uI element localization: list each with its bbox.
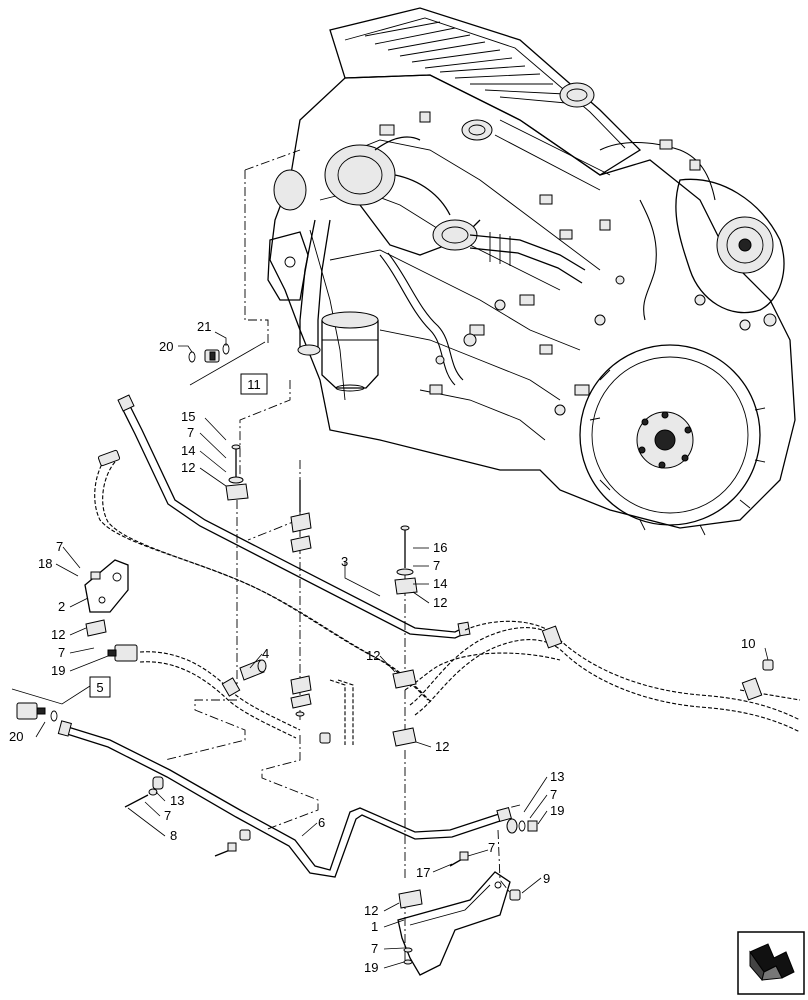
callout-7-bottom-left: 7 [164,808,171,823]
callout-21: 21 [197,319,211,334]
callout-13-right: 13 [550,769,564,784]
callout-3: 3 [341,554,348,569]
callout-20-bottom: 20 [9,729,23,744]
callout-12-left: 12 [51,627,65,642]
callout-6: 6 [318,815,325,830]
callout-4: 4 [262,646,269,661]
sensor-connector-19 [107,644,138,662]
callout-numbers: 21 20 15 7 14 12 3 16 7 14 12 7 18 2 12 … [9,319,755,975]
bolt-8-stack [124,776,164,808]
callout-7-right: 7 [433,558,440,573]
engine-fittings [379,111,777,416]
callout-12-right: 12 [433,595,447,610]
callout-15: 15 [181,409,195,424]
callout-7-bracket: 7 [488,840,495,855]
callout-12-mid-lower: 12 [435,739,449,754]
clamp-12-left [85,619,107,637]
callout-19-bottom: 19 [364,960,378,975]
flywheel-bolts [638,411,692,469]
sensor-5 [16,702,58,722]
callout-14-left: 14 [181,443,195,458]
callout-2: 2 [58,599,65,614]
engine-assembly [267,7,796,536]
callout-9: 9 [543,871,550,886]
clip-small [214,732,331,857]
leader-lines [11,331,769,969]
bracket-2 [84,559,129,613]
callout-18: 18 [38,556,52,571]
callout-16: 16 [433,540,447,555]
bolt-9 [509,889,521,901]
callout-7-left-lower: 7 [58,645,65,660]
callout-7-top: 7 [187,425,194,440]
callout-8: 8 [170,828,177,843]
callout-17: 17 [416,865,430,880]
bolt-13-stack-right [506,818,538,834]
arrow-navigation-icon [737,931,805,995]
callout-14-right: 14 [433,576,447,591]
tube-3 [117,394,471,639]
callout-5: 5 [96,680,103,695]
bolt-15-stack [225,444,249,501]
callout-12-top: 12 [181,460,195,475]
sensor-top [97,449,121,467]
tube-6 [57,720,512,878]
callout-7-bottom: 7 [371,941,378,956]
assembly-guide-lines [164,149,521,960]
center-clamp-stack [290,480,312,717]
callout-19-right: 19 [550,803,564,818]
hoses [94,454,801,745]
callout-7-bottom-right: 7 [550,787,557,802]
bolt-16-stack [394,525,418,595]
valve-cover-ribs [364,21,578,105]
bolt-10 [762,659,774,671]
callout-19-left: 19 [51,663,65,678]
callout-box-5: 5 [89,676,111,698]
bolt-17 [449,851,469,867]
callout-12-bottom: 12 [364,903,378,918]
callout-1: 1 [371,919,378,934]
callout-20-top: 20 [159,339,173,354]
connector-20-21 [188,343,230,363]
callout-12-mid: 12 [366,648,380,663]
callout-10: 10 [741,636,755,651]
clamp-12-mid [392,669,417,747]
callout-box-11: 11 [240,373,268,395]
callout-7-left: 7 [56,539,63,554]
grommet-4 [239,659,267,681]
callout-11: 11 [247,377,261,392]
bracket-1 [397,871,511,976]
callout-13-left: 13 [170,793,184,808]
